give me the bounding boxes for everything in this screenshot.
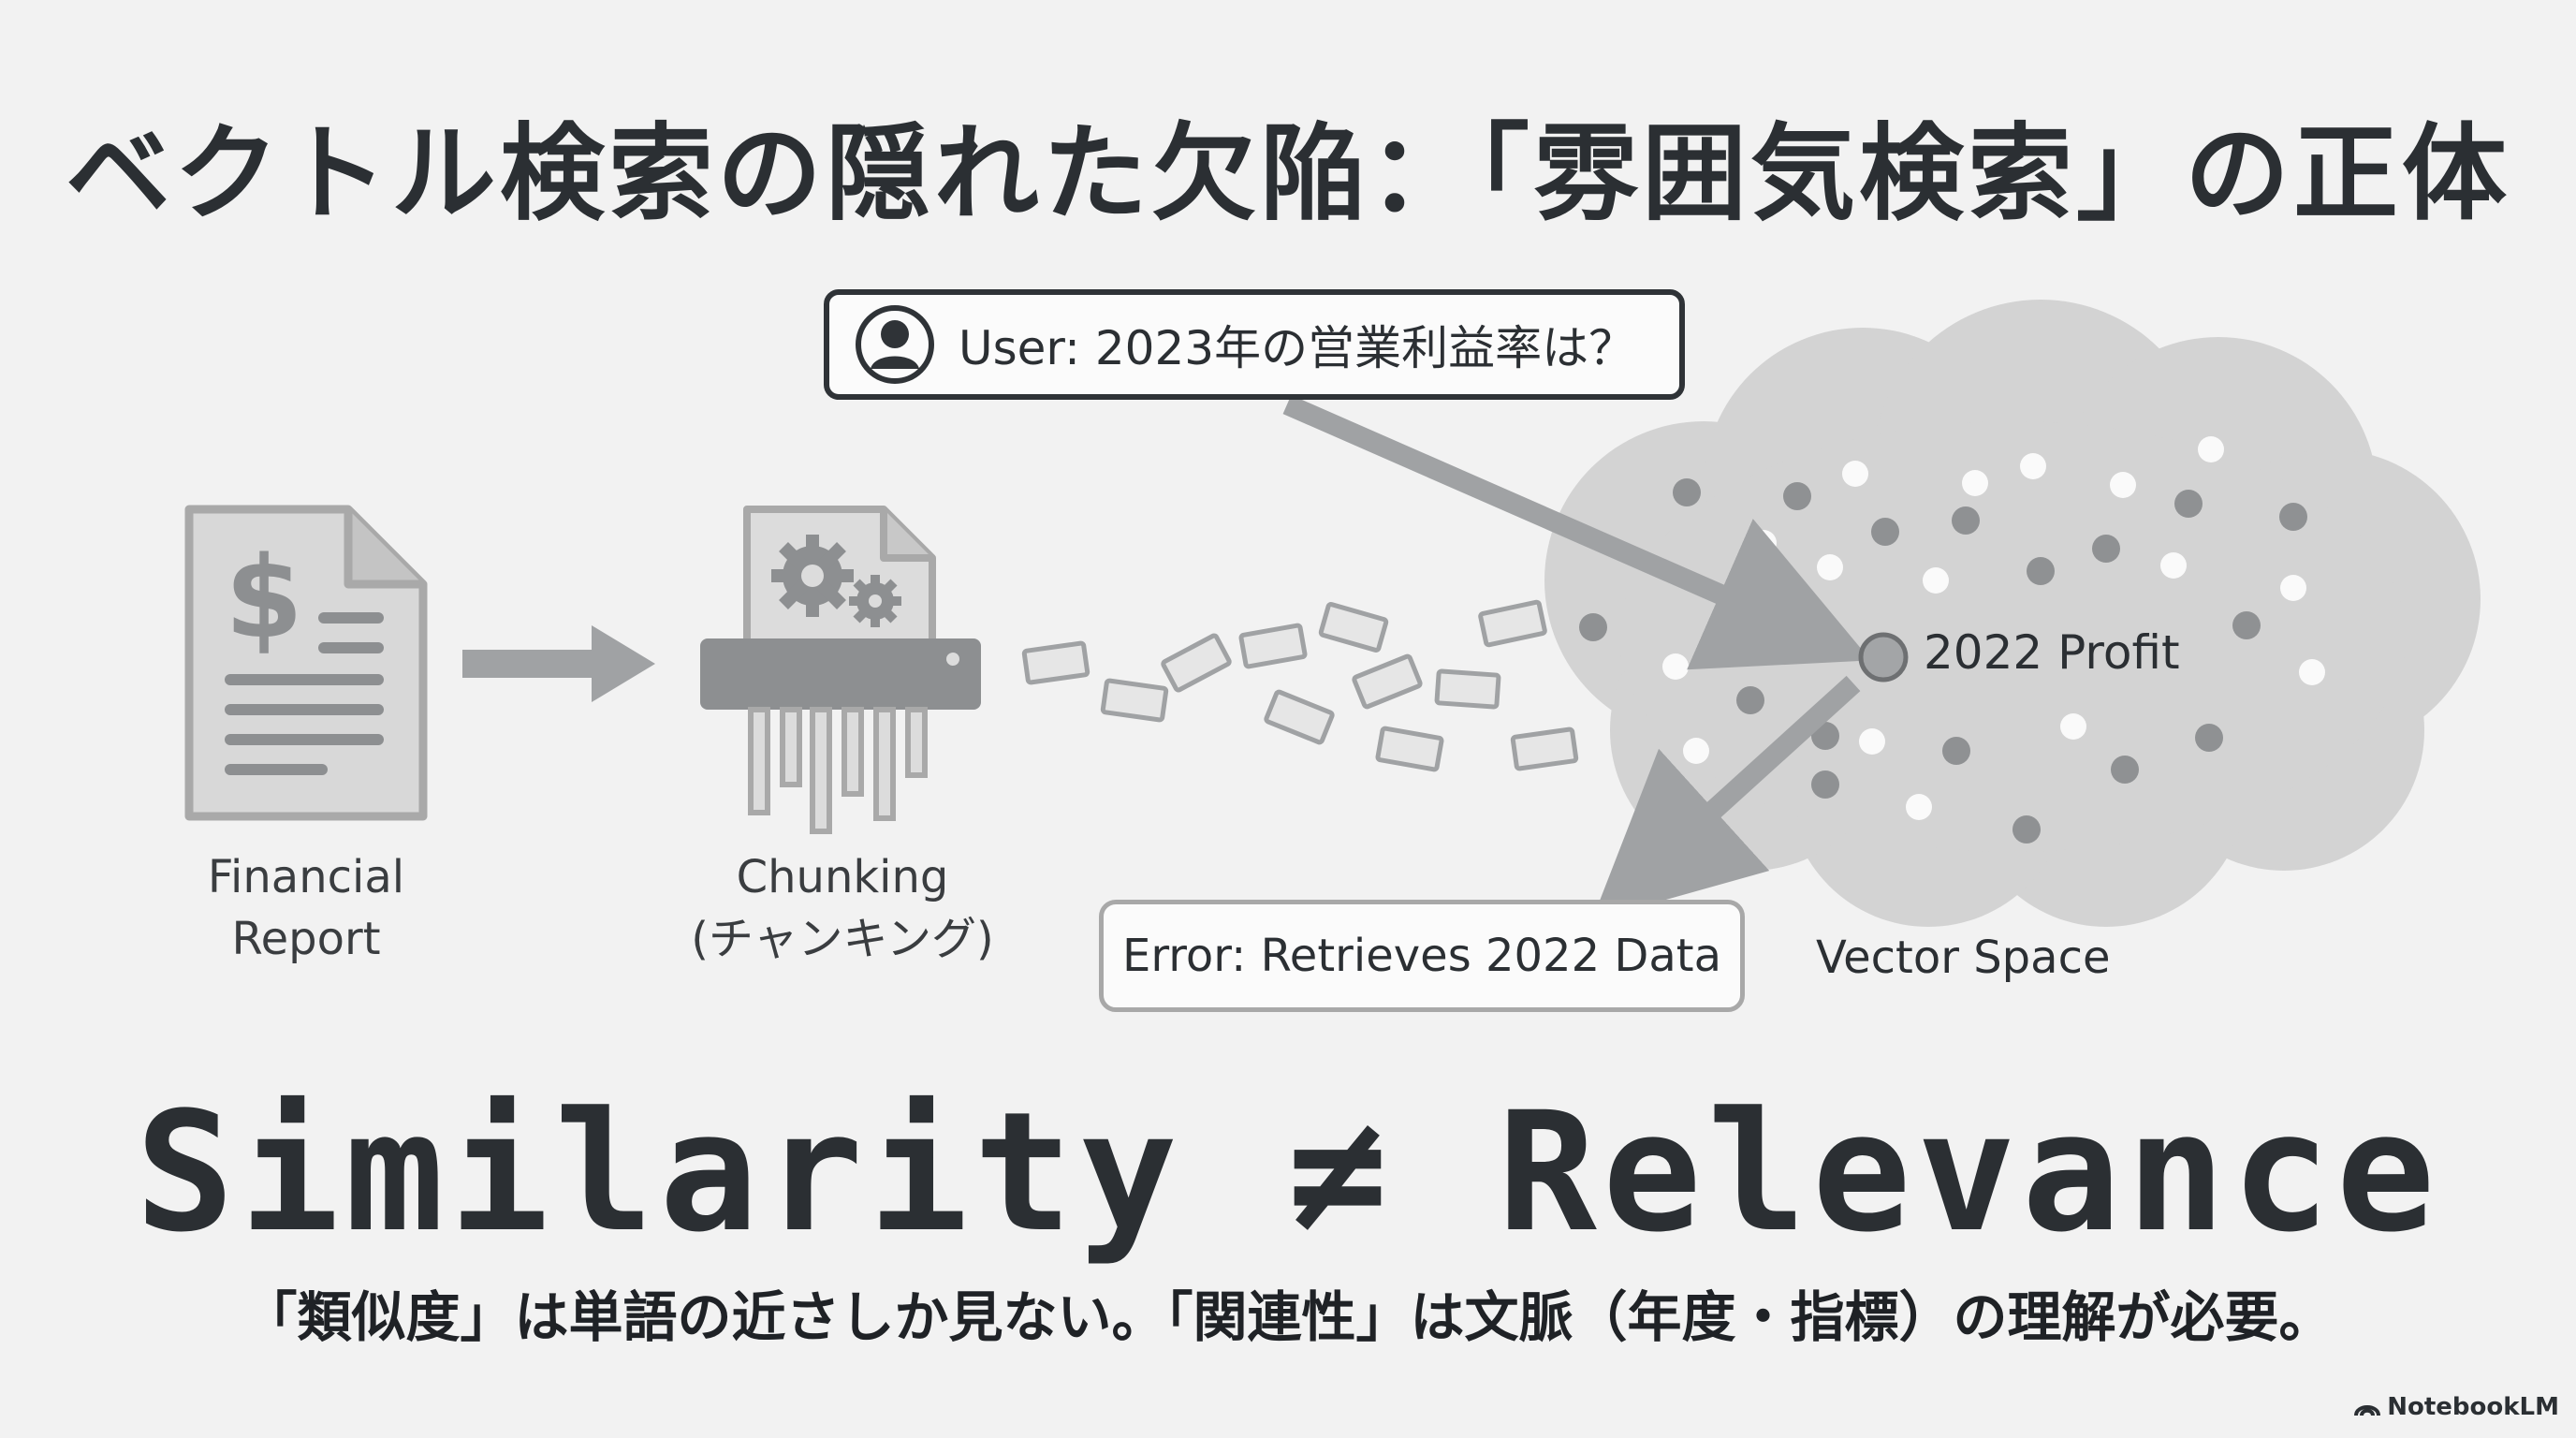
error-box: Error: Retrieves 2022 Data bbox=[1099, 900, 1745, 1012]
cloud-dot bbox=[1906, 794, 1932, 820]
profit-label: 2022 Profit bbox=[1924, 625, 2180, 680]
cloud-dot bbox=[1579, 613, 1607, 641]
text-chunk bbox=[1318, 602, 1389, 653]
text-chunk bbox=[1375, 726, 1444, 772]
cloud-dot bbox=[1859, 728, 1885, 755]
user-avatar-icon bbox=[856, 305, 934, 384]
chunking-label-text: Chunking (チャンキング) bbox=[691, 851, 994, 965]
cloud-dot bbox=[2279, 503, 2307, 531]
cloud-dot bbox=[1683, 738, 1709, 764]
text-chunk bbox=[1352, 653, 1423, 710]
financial-report-label-text: Financial Report bbox=[207, 851, 405, 965]
page-title: ベクトル検索の隠れた欠陥：「雰囲気検索」の正体 bbox=[66, 113, 2510, 235]
text-chunk bbox=[1100, 678, 1169, 723]
text-chunk bbox=[1264, 689, 1335, 745]
cloud-dot bbox=[2110, 472, 2136, 498]
cloud-dot bbox=[2198, 436, 2224, 462]
financial-report-label: Financial Report bbox=[152, 846, 461, 970]
text-chunks bbox=[1021, 599, 1579, 772]
cloud-dot bbox=[2160, 552, 2187, 579]
gear-icon bbox=[771, 535, 854, 617]
text-chunk bbox=[1510, 726, 1579, 771]
chunking-label: Chunking (チャンキング) bbox=[646, 846, 1039, 970]
cloud-dot bbox=[1817, 554, 1843, 580]
text-chunk bbox=[1021, 640, 1090, 685]
cloud-dot bbox=[1736, 686, 1764, 714]
subtext: 「類似度」は単語の近さしか見ない。「関連性」は文脈（年度・指標）の理解が必要。 bbox=[242, 1285, 2334, 1349]
cloud-dot bbox=[2280, 575, 2306, 601]
user-query-box: User: 2023年の営業利益率は？ bbox=[824, 289, 1685, 400]
cloud-dot bbox=[1962, 470, 1988, 496]
cloud-dot bbox=[1662, 653, 1689, 680]
cloud-dot bbox=[1673, 478, 1701, 506]
cloud-dot bbox=[1923, 567, 1949, 594]
vector-space-label: Vector Space bbox=[1816, 932, 2111, 984]
dollar-sign: $ bbox=[225, 534, 303, 664]
financial-report-icon: $ bbox=[184, 505, 428, 821]
arrow-to-chunking bbox=[462, 625, 655, 702]
text-chunk bbox=[1161, 633, 1232, 693]
cloud-dot bbox=[2092, 535, 2120, 563]
error-text: Error: Retrieves 2022 Data bbox=[1122, 930, 1721, 982]
cloud-dot bbox=[2012, 815, 2041, 844]
text-chunk bbox=[1434, 668, 1501, 710]
cloud-dot bbox=[1942, 737, 1970, 765]
cloud-dot bbox=[2195, 724, 2223, 752]
query-arrow bbox=[1282, 394, 1871, 670]
brand-text: NotebookLM bbox=[2387, 1393, 2559, 1421]
shredder-icon bbox=[700, 506, 981, 834]
user-query-text: User: 2023年の営業利益率は？ bbox=[959, 321, 1636, 375]
text-chunk bbox=[1238, 623, 1308, 669]
cloud-dot bbox=[2060, 713, 2086, 740]
cloud-dot bbox=[1842, 461, 1868, 487]
cloud-dot bbox=[1871, 518, 1899, 546]
small-gear-icon bbox=[849, 575, 901, 627]
cloud-dot bbox=[2232, 611, 2261, 639]
cloud-dot bbox=[2020, 453, 2046, 479]
profit-point bbox=[1858, 632, 1909, 682]
cloud-dot bbox=[1783, 482, 1811, 510]
cloud-dot bbox=[2299, 659, 2325, 685]
text-chunk bbox=[1478, 599, 1547, 648]
headline: Similarity ≠ Relevance bbox=[135, 1077, 2441, 1269]
cloud-dot bbox=[1811, 770, 1839, 799]
cloud-dot bbox=[1952, 506, 1980, 535]
brand-watermark: NotebookLM bbox=[2353, 1393, 2559, 1421]
cloud-dot bbox=[2174, 490, 2203, 518]
cloud-dot bbox=[1750, 530, 1777, 556]
retrieval-arrow bbox=[1591, 675, 1861, 921]
cloud-dot bbox=[2027, 557, 2055, 585]
cloud-dot bbox=[2111, 756, 2139, 784]
notebooklm-logo-icon bbox=[2354, 1405, 2381, 1416]
